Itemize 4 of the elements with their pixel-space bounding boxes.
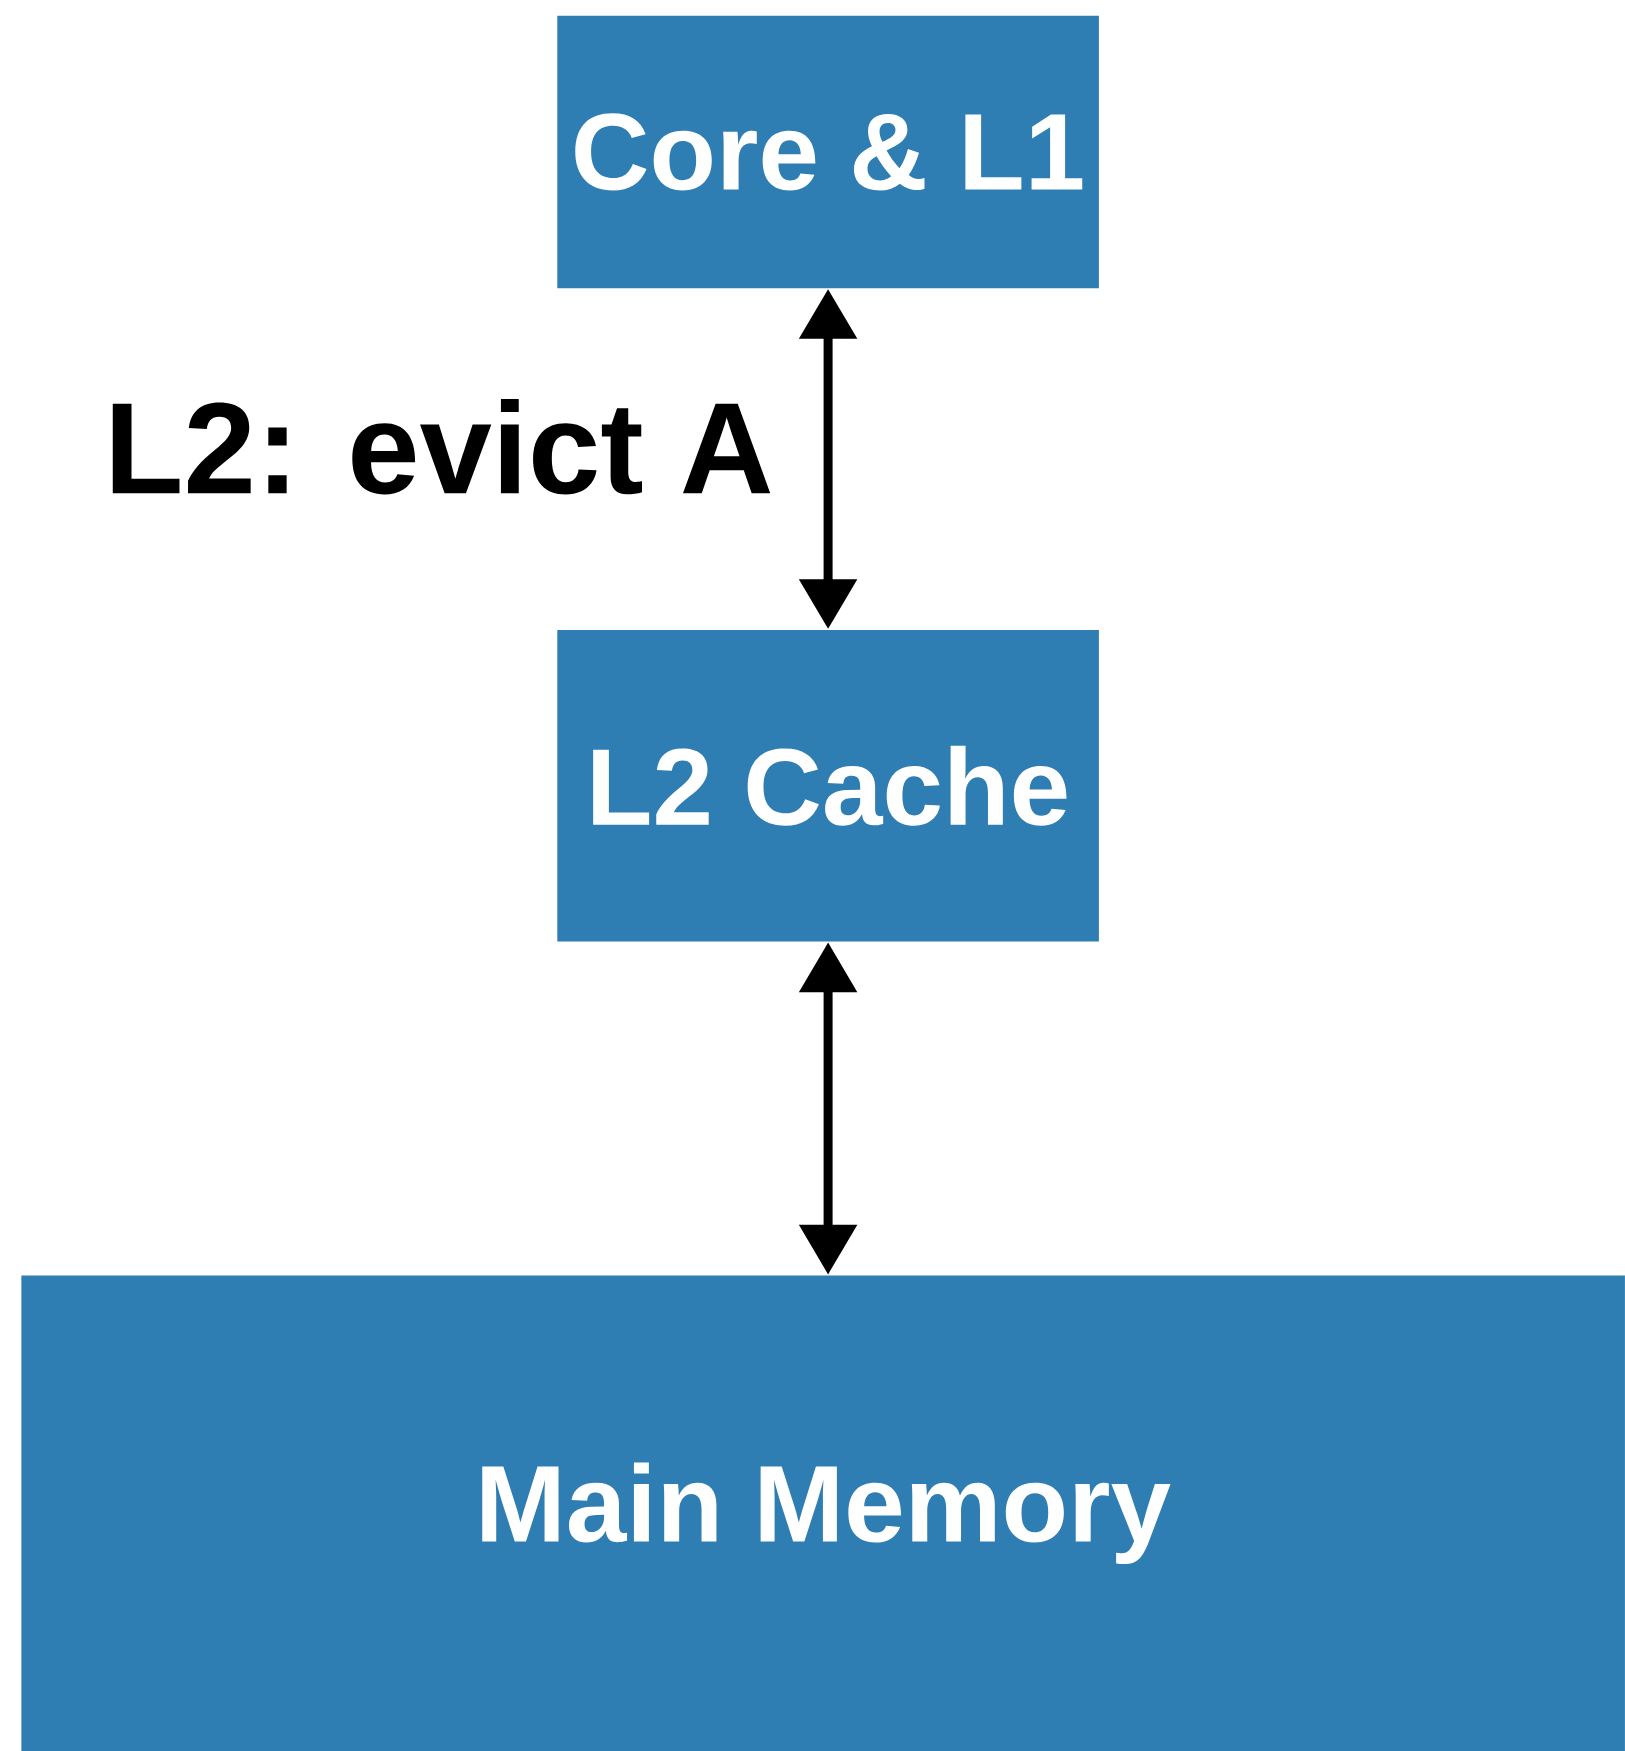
memory-box: Core & L1 (557, 15, 1099, 289)
memory-box: L2 Cache (557, 629, 1099, 942)
memory-box: Main Memory (21, 1275, 1625, 1751)
edge-label: L2: evict A (112, 399, 771, 495)
